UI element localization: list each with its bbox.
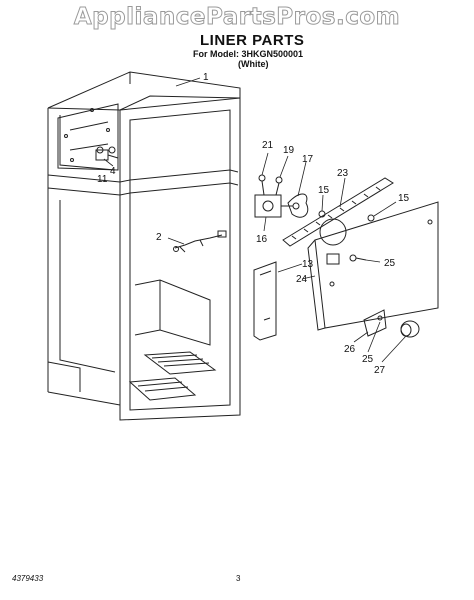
callout-15-upper: 15 <box>318 185 330 196</box>
callout-23: 23 <box>337 168 349 179</box>
heater-channel <box>282 177 394 247</box>
page-number: 3 <box>236 574 241 583</box>
diagram-title: LINER PARTS <box>200 32 305 49</box>
model-number: For Model: 3HKGN500001 <box>193 49 304 59</box>
leader-lines <box>103 77 407 363</box>
callout-2: 2 <box>156 232 162 243</box>
refrigerator-liner <box>47 71 241 421</box>
callout-17: 17 <box>302 154 314 165</box>
fan-motor-assembly <box>254 174 309 218</box>
callout-15-right: 15 <box>398 193 410 204</box>
air-duct <box>253 261 277 341</box>
watermark-text: AppliancePartsPros.com <box>73 4 401 31</box>
callout-25-upper: 25 <box>384 258 396 269</box>
callout-19: 19 <box>283 145 295 156</box>
damper-and-knob <box>363 309 420 338</box>
callout-24: 24 <box>296 274 308 285</box>
callout-13: 13 <box>302 259 314 270</box>
callout-16: 16 <box>256 234 268 245</box>
callout-27: 27 <box>374 365 386 376</box>
control-switch <box>95 146 119 161</box>
callout-25-lower: 25 <box>362 354 374 365</box>
callout-11: 11 <box>97 174 108 185</box>
color-variant: (White) <box>238 59 269 69</box>
evaporator-cover <box>307 201 439 331</box>
wire-harness <box>173 230 227 253</box>
callout-26: 26 <box>344 344 356 355</box>
callout-4: 4 <box>110 166 116 177</box>
callout-21: 21 <box>262 140 274 151</box>
callout-numbers: 1 2 4 11 13 15 15 16 17 19 21 23 24 25 2… <box>97 72 410 376</box>
document-id: 4379433 <box>12 574 44 583</box>
callout-1: 1 <box>203 72 209 83</box>
